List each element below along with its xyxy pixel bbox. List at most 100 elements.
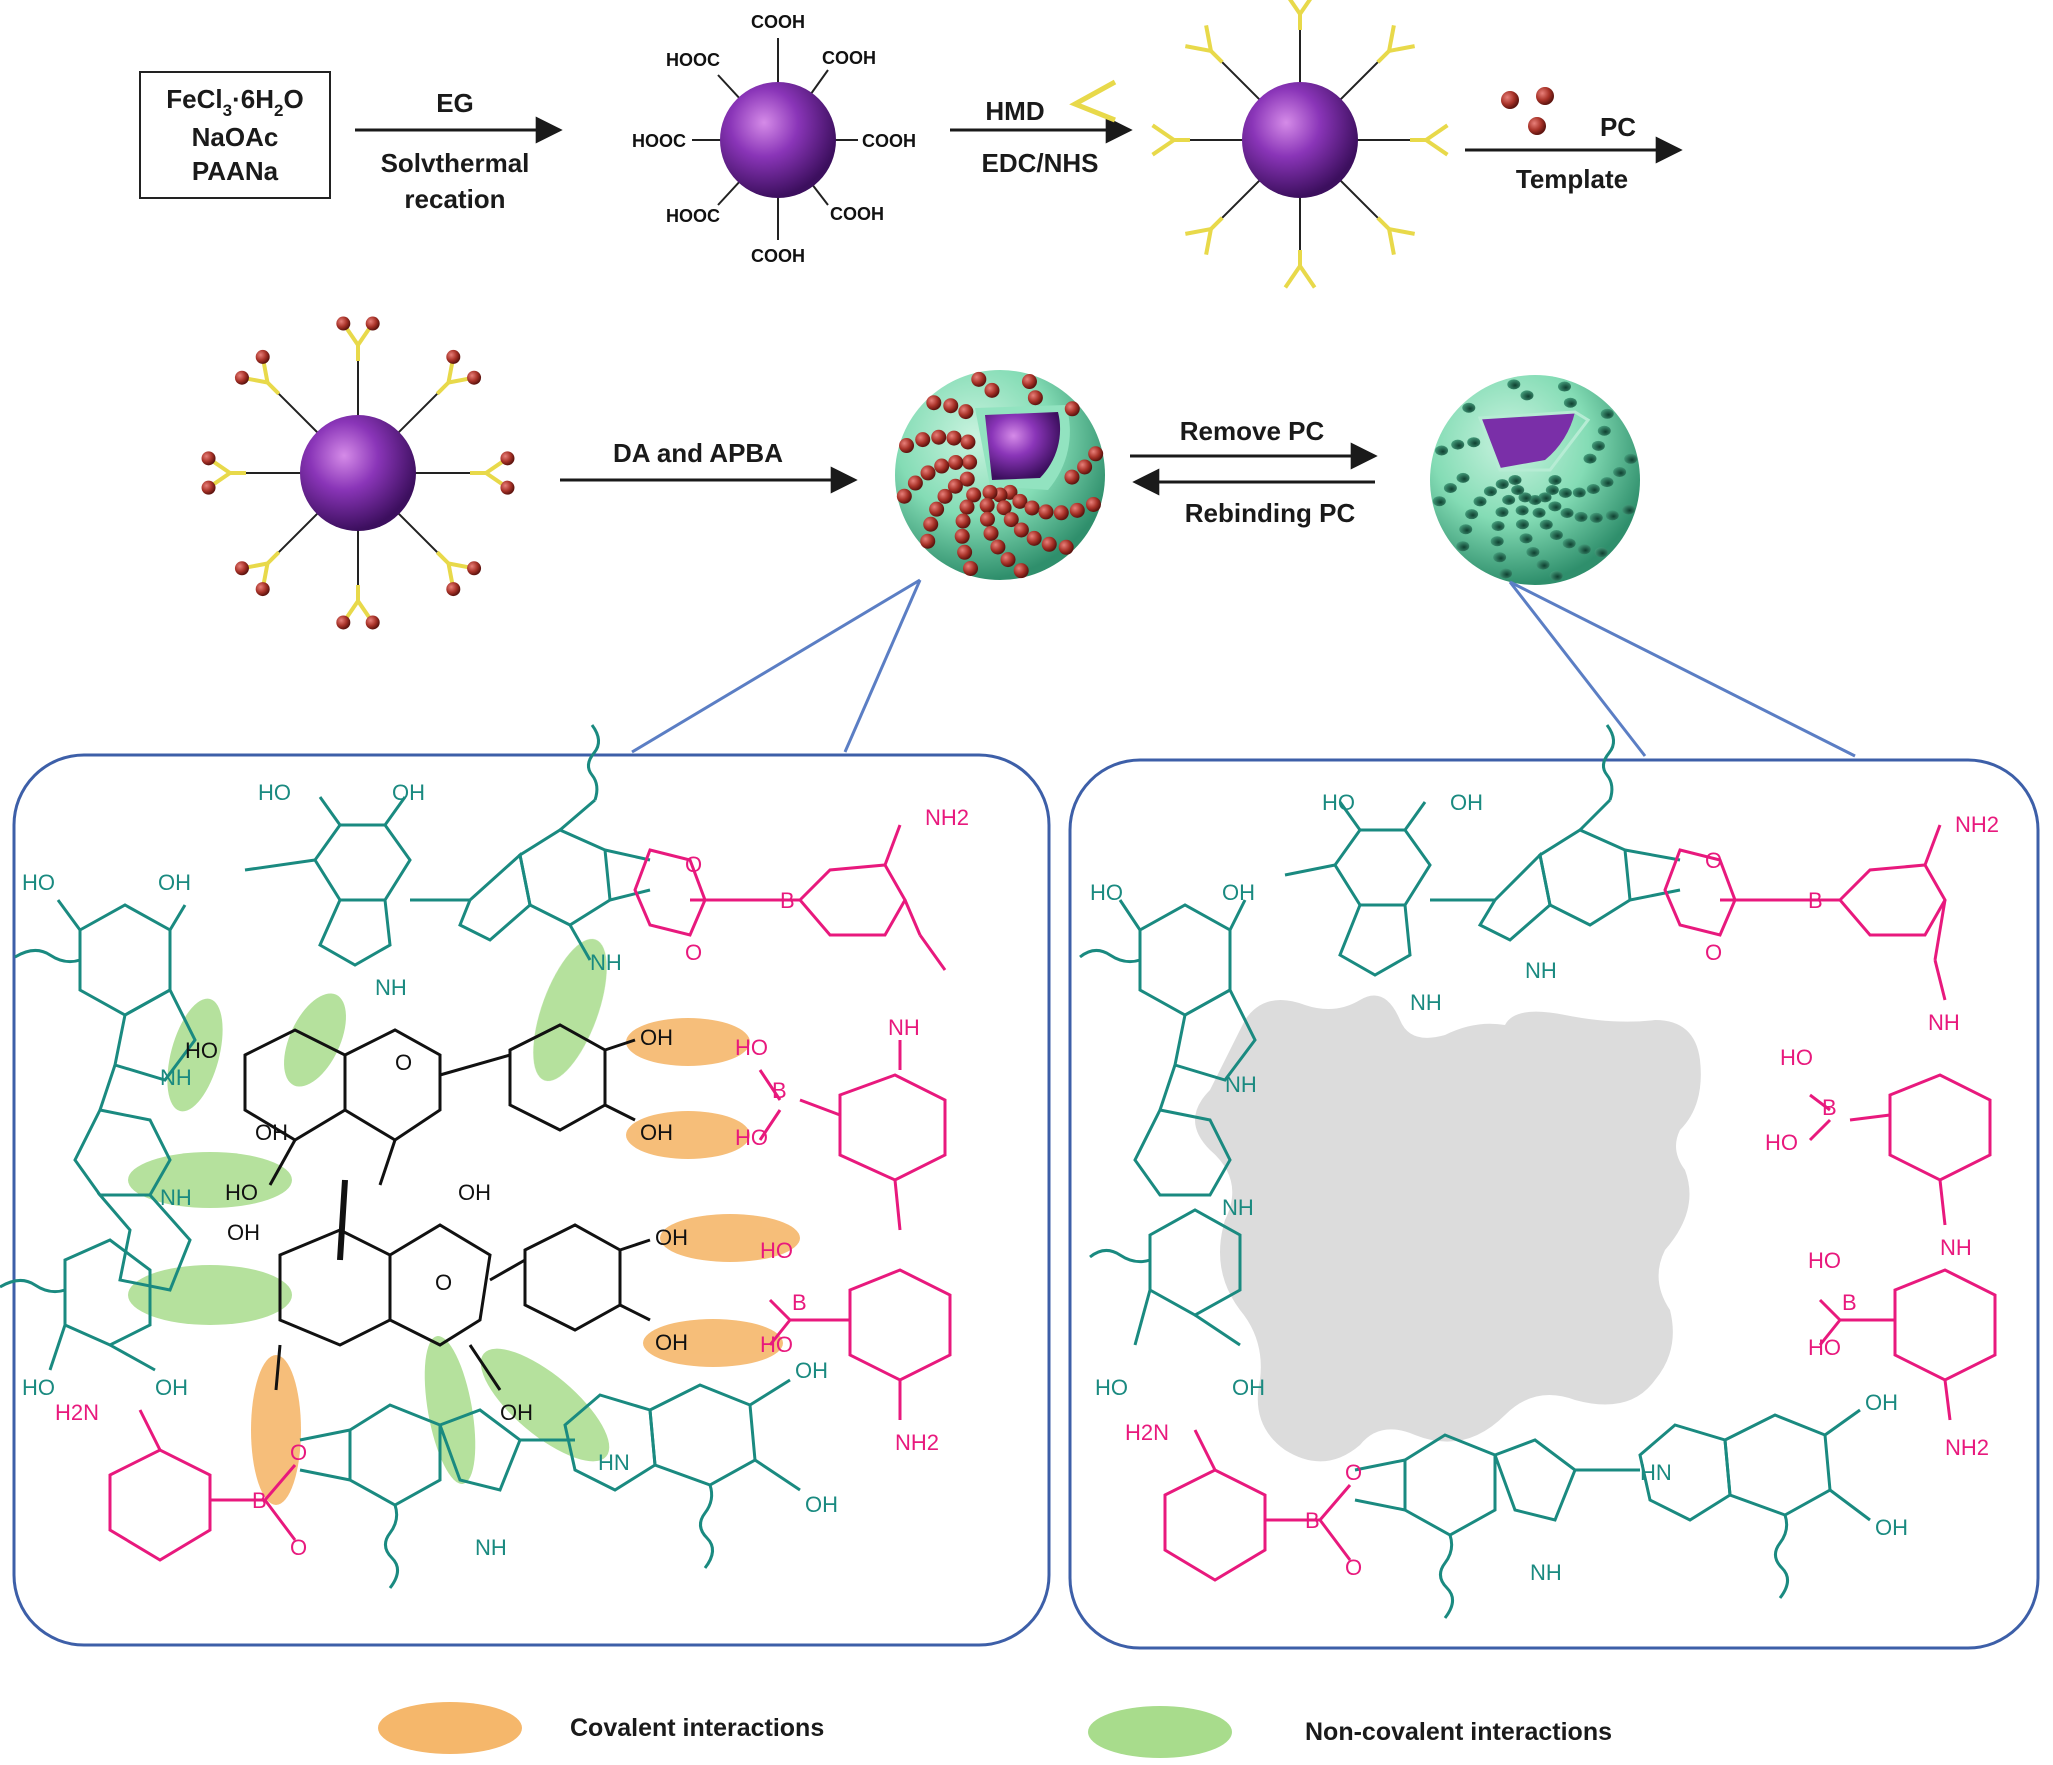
template-dot	[336, 316, 351, 331]
imprinted-hole	[1511, 485, 1525, 495]
template-dot	[467, 561, 482, 576]
chem-label: OH	[655, 1225, 688, 1250]
polydopamine-network-right	[1079, 724, 1871, 1619]
template-dot	[234, 370, 249, 385]
chem-label: B	[1808, 888, 1823, 913]
chem-label: NH	[160, 1065, 192, 1090]
chem-label: HO	[1808, 1335, 1841, 1360]
chem-label: OH	[458, 1180, 491, 1205]
imprinted-hole	[1465, 509, 1479, 520]
arrow-step4: DA and APBA	[560, 438, 858, 494]
imprinted-hole	[1456, 541, 1470, 552]
chem-label: OH	[1450, 790, 1483, 815]
template-dots-icon	[1501, 87, 1554, 135]
chem-label: NH	[375, 975, 407, 1000]
right-panel: HO OH HO OH NH2 O B O NH NH NH NH NH HO …	[1068, 724, 2040, 1650]
arrow-step1: EG Solvthermal recation	[355, 88, 563, 214]
template-particle	[201, 316, 515, 630]
surface-template-dot	[934, 458, 950, 474]
surface-template-dot	[1053, 505, 1069, 521]
chem-label: HO	[735, 1125, 768, 1150]
surface-template-dot	[929, 501, 945, 517]
hmd-linker-icon	[341, 585, 375, 624]
chem-label: OH	[227, 1220, 260, 1245]
imprinted-hole	[1495, 507, 1509, 518]
chem-label: NH2	[895, 1430, 939, 1455]
chem-label: HO	[1808, 1248, 1841, 1273]
hmd-linker-icon	[1184, 24, 1224, 64]
imprinted-hole	[1518, 492, 1532, 503]
imprinted-hole	[1528, 495, 1542, 505]
hmd-linker-icon	[1184, 216, 1224, 256]
imprinted-hole	[1507, 379, 1521, 390]
linker-particle	[1151, 0, 1449, 289]
surface-template-dot	[979, 497, 995, 513]
chem-label: HO	[22, 870, 55, 895]
surface-template-dot	[947, 478, 963, 494]
imprinted-hole	[1558, 487, 1572, 498]
imprinted-hole	[1499, 568, 1513, 579]
imprinted-hole	[1515, 505, 1529, 516]
zoom-connectors	[631, 578, 1856, 758]
surface-template-dot	[920, 465, 936, 481]
chem-label: H2N	[55, 1400, 99, 1425]
surface-template-dot	[982, 484, 998, 500]
chem-label: NH2	[1945, 1435, 1989, 1460]
surface-template-dot	[1064, 469, 1080, 485]
surface-template-dot	[1077, 459, 1093, 475]
surface-template-dot	[946, 430, 962, 446]
imprinted-hole	[1545, 485, 1559, 495]
imprinted-hole	[1456, 472, 1470, 483]
template-dot	[467, 370, 482, 385]
surface-template-dot	[960, 434, 976, 450]
chem-label: NH	[1525, 958, 1557, 983]
reagent-sub-2: 2	[274, 101, 283, 120]
imprinted-hole	[1549, 570, 1563, 581]
chem-label: HO	[760, 1332, 793, 1357]
chem-label: HN	[598, 1450, 630, 1475]
imprinted-hole	[1536, 559, 1550, 570]
surface-template-dot	[962, 454, 978, 470]
surface-template-dot	[959, 471, 975, 487]
hmd-linker-icon	[470, 456, 509, 490]
surface-template-dot	[943, 398, 959, 414]
hooc-label: HOOC	[666, 50, 720, 70]
surface-template-dot	[926, 395, 942, 411]
template-dot	[336, 615, 351, 630]
imprinted-hole	[1508, 475, 1522, 485]
imprinted-hole	[1467, 437, 1481, 448]
template-dot	[201, 451, 216, 466]
surface-template-dot	[1000, 552, 1016, 568]
imprinted-hole	[1574, 511, 1588, 522]
covalent-highlights	[251, 1018, 800, 1505]
chem-label: OH	[158, 870, 191, 895]
imprinted-hole	[1462, 402, 1476, 413]
chem-label: OH	[392, 780, 425, 805]
chem-label: HO	[1090, 880, 1123, 905]
chem-label: H2N	[1125, 1420, 1169, 1445]
surface-template-dot	[963, 560, 979, 576]
surface-template-dot	[1021, 374, 1037, 390]
template-dot	[365, 615, 380, 630]
polydopamine-network-left	[0, 724, 801, 1589]
imprinted-hole	[1605, 510, 1619, 521]
imprinted-hole	[1577, 544, 1591, 555]
reagent-sub-3: 3	[223, 101, 232, 120]
chem-label: O	[685, 852, 702, 877]
chem-label: O	[290, 1535, 307, 1560]
step2-label-hmd: HMD	[985, 96, 1044, 126]
imprinted-hole	[1526, 546, 1540, 557]
surface-template-dot	[1038, 504, 1054, 520]
reagent-box: FeCl3·6H2O NaOAc PAANa	[139, 71, 331, 199]
chem-label: O	[435, 1270, 452, 1295]
imprinted-hole	[1586, 483, 1600, 494]
remove-pc-label: Remove PC	[1180, 416, 1325, 446]
cooh-label: COOH	[830, 204, 884, 224]
surface-template-dot	[966, 487, 982, 503]
chem-label: OH	[1232, 1375, 1265, 1400]
imprinted-hole	[1557, 381, 1571, 392]
surface-template-dot	[948, 454, 964, 470]
chem-label: NH2	[1955, 812, 1999, 837]
imprinted-hole	[1490, 536, 1504, 547]
surface-template-dot	[984, 382, 1000, 398]
